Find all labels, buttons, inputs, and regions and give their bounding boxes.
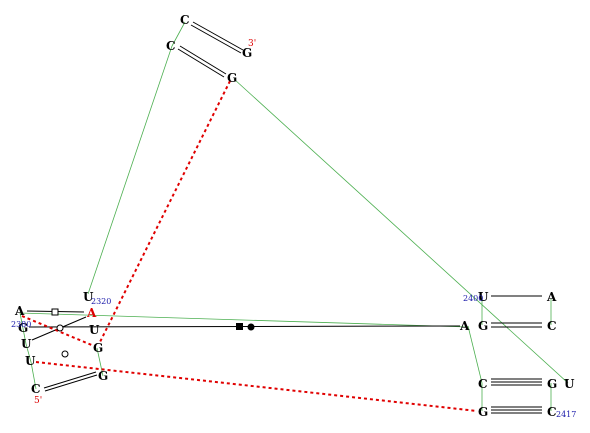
tertiary-interactions bbox=[21, 80, 478, 412]
backbone-segment bbox=[19, 312, 469, 328]
tertiary-link bbox=[35, 361, 478, 412]
nucleotides: C C G G U A G A U U G U G C U A A G C C … bbox=[14, 13, 575, 419]
nucleotide-G: G bbox=[478, 405, 488, 419]
interaction-symbols bbox=[51, 308, 255, 358]
backbone-segment bbox=[96, 347, 104, 377]
backbone bbox=[19, 21, 569, 411]
backbone-segment bbox=[171, 21, 186, 47]
square-symbol bbox=[51, 308, 59, 316]
nucleotide-C: C bbox=[547, 405, 557, 419]
nucleotide-G: G bbox=[547, 377, 557, 391]
base-pairs bbox=[26, 21, 542, 414]
nucleotide-G: G bbox=[93, 341, 103, 355]
nucleotide-G: G bbox=[98, 369, 108, 383]
pair-line bbox=[43, 371, 97, 389]
nucleotide-U: U bbox=[25, 354, 36, 368]
nucleotide-G: G bbox=[18, 321, 28, 335]
nucleotide-G: G bbox=[227, 71, 237, 85]
filled-circle-symbol bbox=[247, 323, 255, 331]
residue-number: 2417 bbox=[556, 410, 576, 419]
backbone-segment bbox=[467, 325, 483, 384]
residue-number: 2320 bbox=[91, 297, 111, 306]
nucleotide-U: U bbox=[21, 337, 32, 351]
nucleotide-U: U bbox=[478, 290, 489, 304]
backbone-segment bbox=[233, 78, 569, 384]
nucleotide-A-highlighted: A bbox=[86, 306, 97, 320]
three-prime-label: 3' bbox=[248, 39, 256, 49]
residue-numbers: 2320 2400 2417 2380 bbox=[11, 294, 576, 419]
nucleotide-C: C bbox=[478, 377, 488, 391]
backbone-segment bbox=[87, 45, 173, 295]
nucleotide-A: A bbox=[459, 319, 470, 333]
nucleotide-U: U bbox=[83, 290, 94, 304]
pair-line bbox=[190, 24, 242, 54]
nucleotide-U: U bbox=[89, 323, 100, 337]
nucleotide-U: U bbox=[564, 377, 575, 391]
pair-line bbox=[44, 374, 98, 392]
nucleotide-A: A bbox=[546, 290, 557, 304]
nucleotide-A: A bbox=[14, 304, 25, 318]
tertiary-link bbox=[21, 315, 95, 347]
circle-symbol bbox=[56, 324, 64, 332]
nucleotide-C: C bbox=[166, 39, 176, 53]
filled-square-symbol bbox=[236, 323, 243, 330]
residue-number: 2400 bbox=[463, 294, 483, 303]
nucleotide-C: C bbox=[547, 319, 557, 333]
nucleotide-C: C bbox=[31, 382, 41, 396]
pair-line bbox=[179, 45, 227, 75]
nucleotide-G: G bbox=[242, 46, 252, 60]
nucleotide-G: G bbox=[478, 319, 488, 333]
circle-symbol bbox=[61, 350, 69, 358]
pair-line bbox=[192, 21, 244, 51]
backbone-segment bbox=[19, 312, 27, 345]
five-prime-label: 5' bbox=[34, 396, 42, 406]
backbone-segment bbox=[30, 361, 37, 390]
pair-line bbox=[177, 48, 225, 78]
residue-number: 2380 bbox=[11, 320, 31, 329]
backbone-segment bbox=[25, 343, 32, 363]
nucleotide-C: C bbox=[180, 13, 190, 27]
tertiary-link bbox=[99, 80, 231, 343]
pair-line bbox=[28, 325, 461, 328]
